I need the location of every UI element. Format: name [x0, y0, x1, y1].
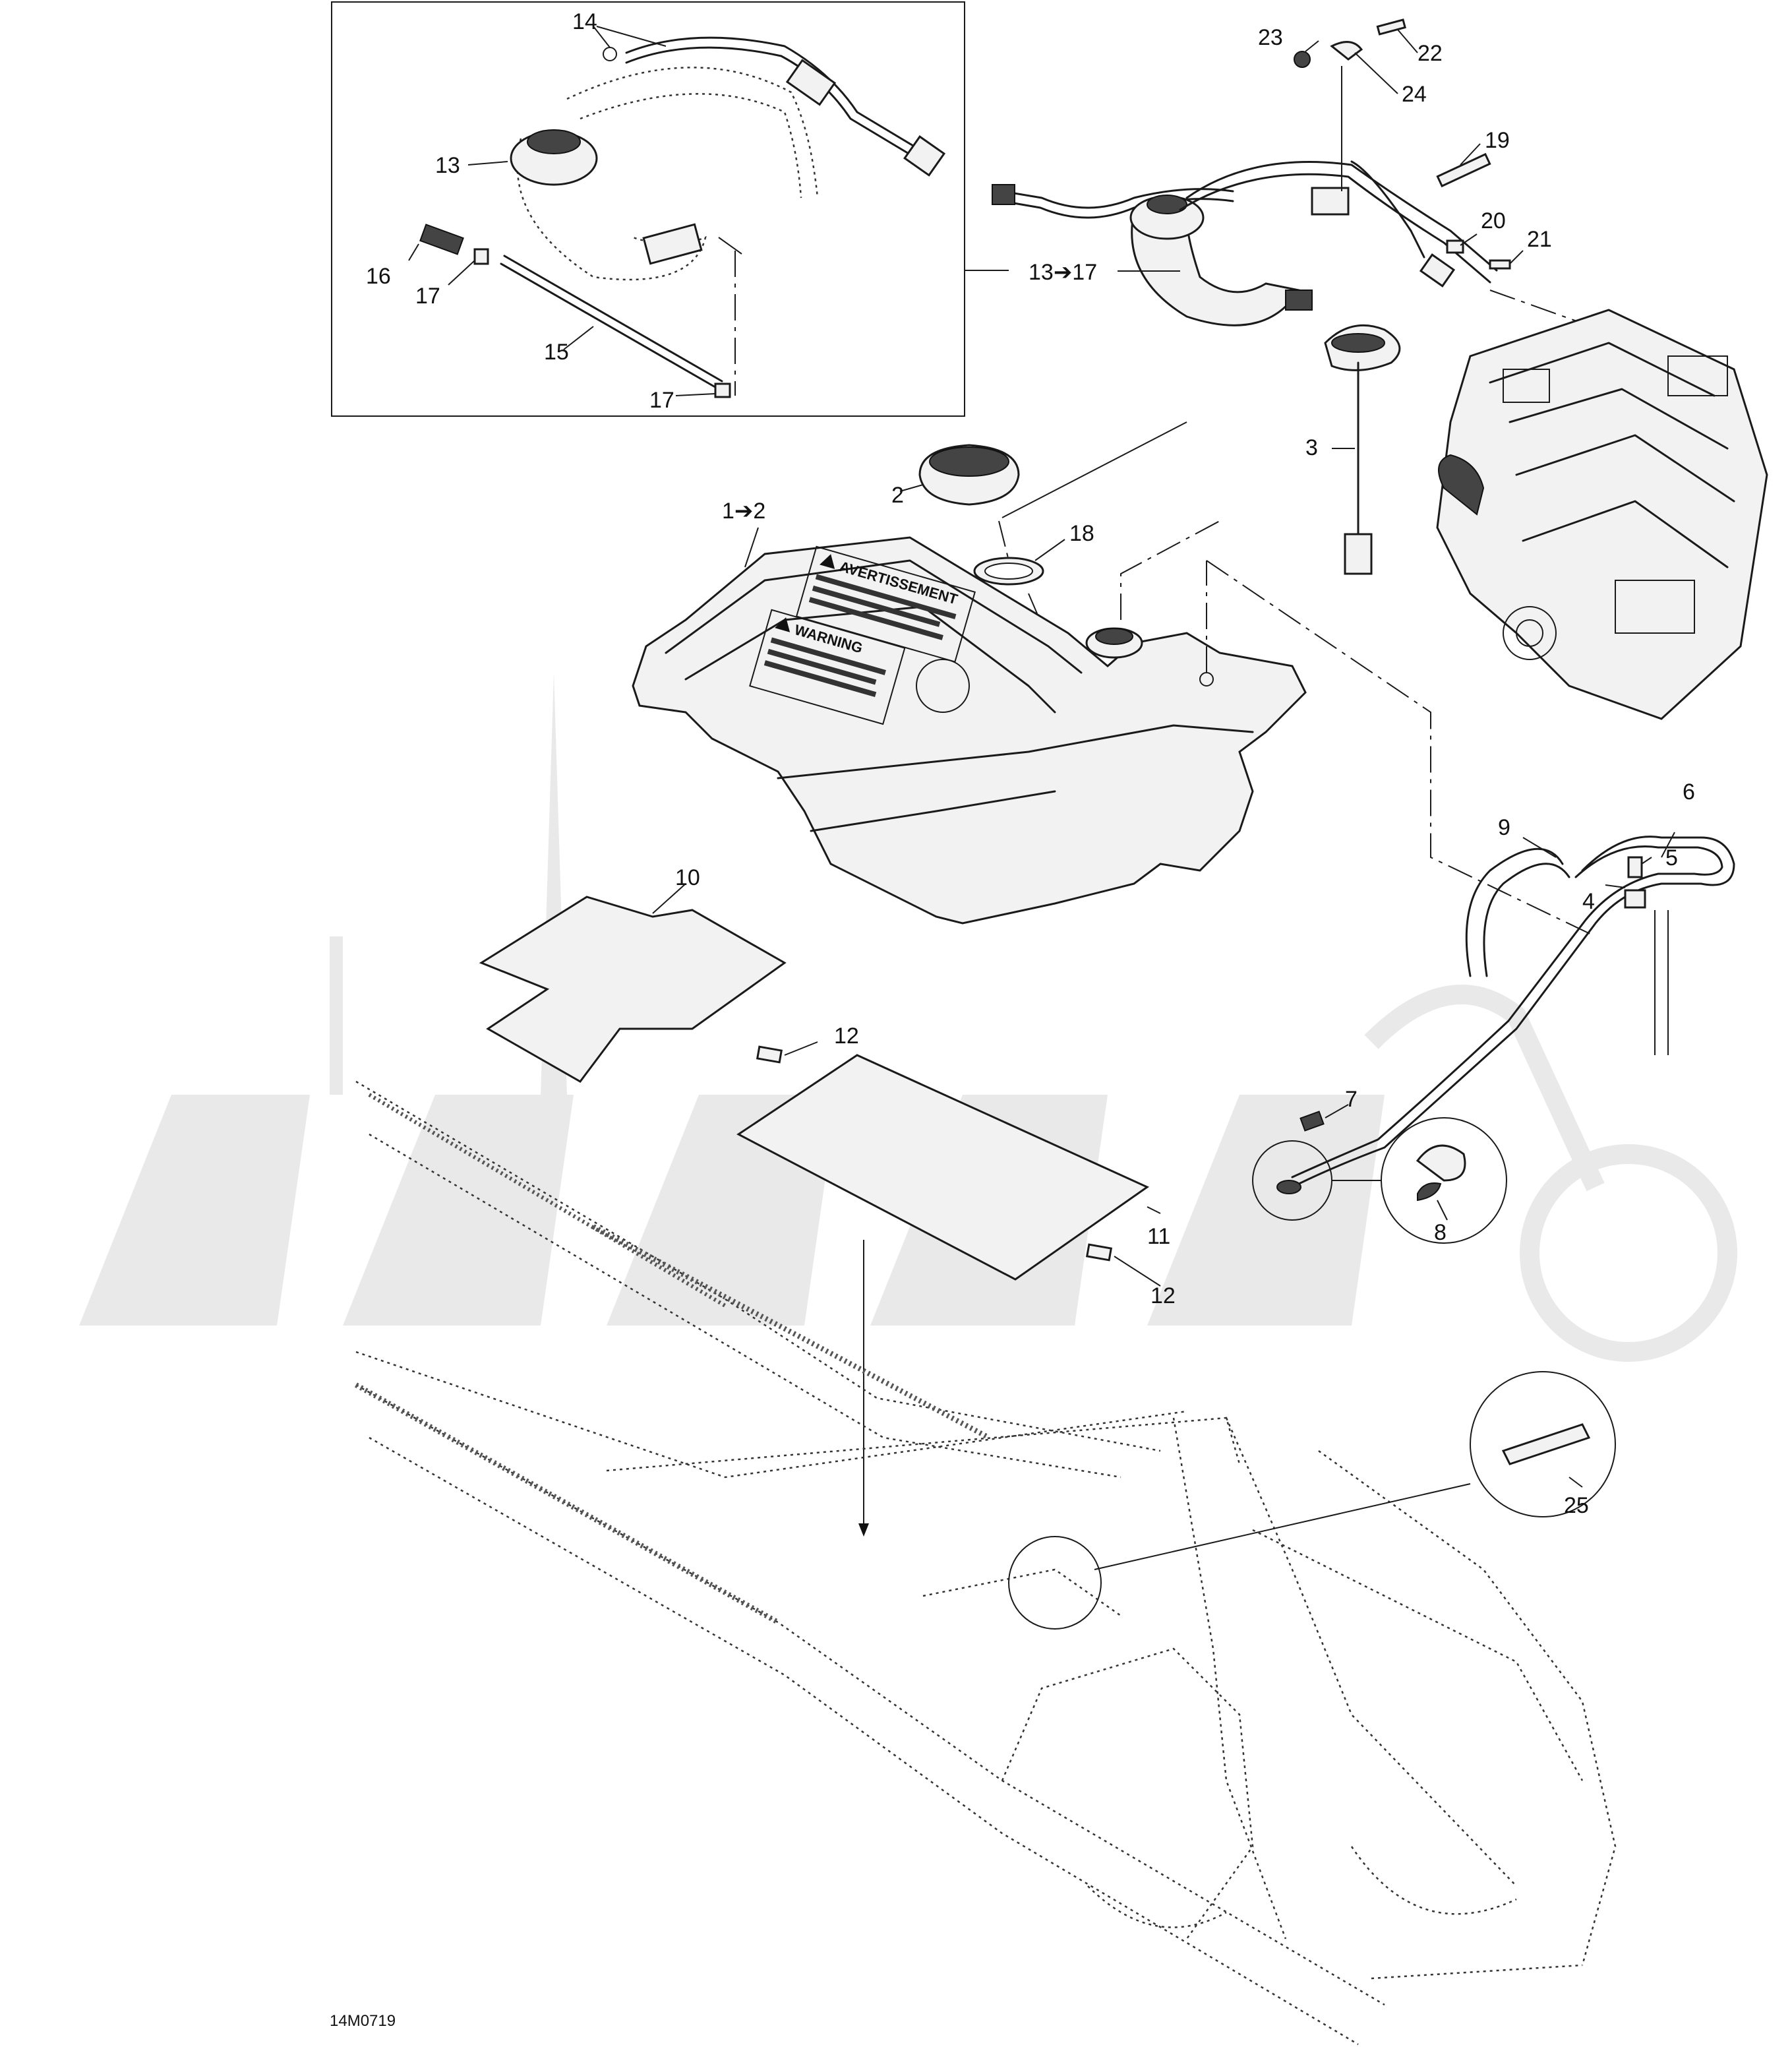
- callout-10: 10: [675, 865, 700, 890]
- callout-14: 14: [572, 9, 597, 34]
- callout-2: 2: [891, 483, 904, 508]
- callout-6: 6: [1683, 779, 1695, 805]
- callout-23: 23: [1258, 25, 1283, 50]
- fuel-lines-right: [1252, 832, 1735, 1244]
- callout-24: 24: [1402, 82, 1427, 107]
- callout-11: 11: [1147, 1224, 1170, 1249]
- callout-labels: 14 13 16 17 15 17 13➔17 23 22 24 19 20 2…: [330, 9, 1695, 2030]
- callout-12b: 12: [1150, 1283, 1176, 1308]
- callout-5: 5: [1665, 845, 1678, 871]
- callout-22: 22: [1418, 41, 1443, 66]
- callout-3: 3: [1305, 435, 1318, 460]
- callout-20: 20: [1481, 208, 1506, 233]
- callout-15: 15: [544, 340, 569, 365]
- inset-detail-box: [331, 1, 965, 417]
- callout-4: 4: [1582, 889, 1595, 914]
- callout-12a: 12: [834, 1024, 859, 1049]
- callout-16: 16: [366, 264, 391, 289]
- callout-21: 21: [1527, 227, 1552, 252]
- caps-and-gauge: [899, 324, 1401, 687]
- callout-7: 7: [1345, 1087, 1358, 1112]
- callout-18: 18: [1069, 521, 1094, 546]
- callout-13-17: 13➔17: [1029, 260, 1097, 285]
- callout-17a: 17: [415, 284, 440, 309]
- callout-13: 13: [435, 153, 460, 178]
- callout-1-2: 1➔2: [722, 499, 765, 524]
- callout-17b: 17: [649, 388, 674, 413]
- reservoir-assembly: [965, 18, 1583, 326]
- callout-9: 9: [1498, 815, 1510, 840]
- fuel-tank: AVERTISSEMENT WARNING: [632, 520, 1596, 937]
- chassis-frame: [355, 1080, 1617, 2046]
- engine-illustration: [1436, 309, 1768, 720]
- callout-8: 8: [1434, 1220, 1447, 1245]
- callout-25: 25: [1564, 1493, 1589, 1518]
- figure-code: 14M0719: [330, 2012, 396, 2030]
- callout-19: 19: [1485, 128, 1510, 153]
- mats-and-pads: [479, 883, 1161, 1537]
